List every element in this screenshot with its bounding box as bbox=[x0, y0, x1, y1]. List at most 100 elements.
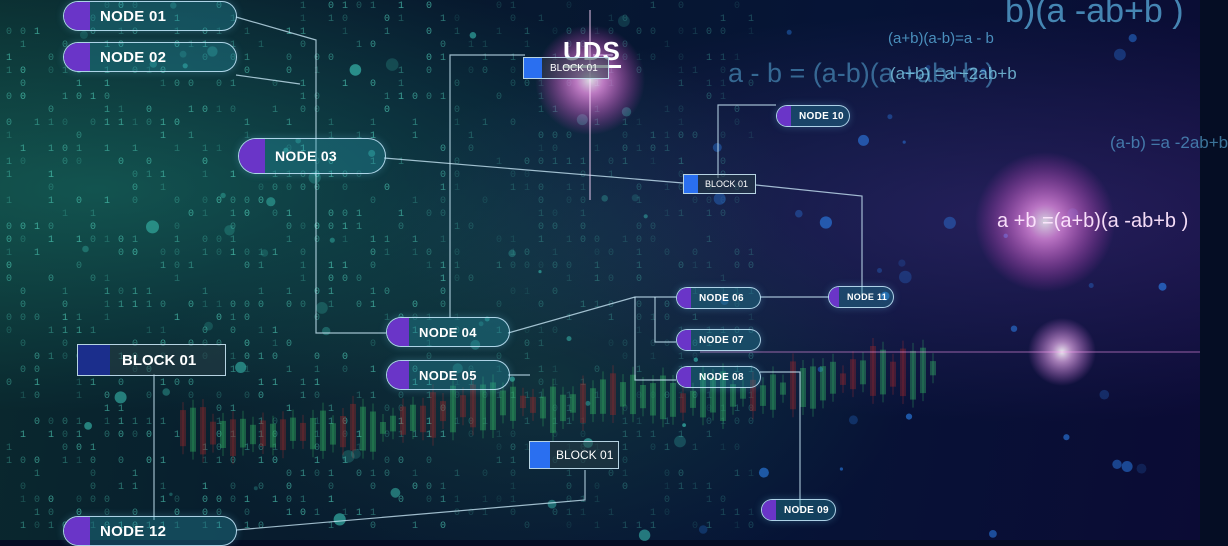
svg-text:1: 1 bbox=[482, 40, 488, 51]
svg-text:1: 1 bbox=[384, 313, 390, 324]
node-04[interactable]: NODE 04 bbox=[386, 317, 510, 347]
svg-text:1: 1 bbox=[174, 274, 180, 285]
svg-text:1: 1 bbox=[510, 235, 516, 246]
svg-text:0: 0 bbox=[384, 430, 390, 441]
svg-text:0: 0 bbox=[342, 352, 348, 363]
svg-text:1: 1 bbox=[328, 300, 334, 311]
node-06[interactable]: NODE 06 bbox=[676, 287, 761, 309]
node-08[interactable]: NODE 08 bbox=[676, 366, 761, 388]
svg-text:1: 1 bbox=[286, 209, 292, 220]
svg-text:0: 0 bbox=[426, 482, 432, 493]
svg-text:1: 1 bbox=[706, 261, 712, 272]
node-01[interactable]: NODE 01 bbox=[63, 1, 237, 31]
svg-text:1: 1 bbox=[636, 261, 642, 272]
svg-text:1: 1 bbox=[468, 40, 474, 51]
svg-text:0: 0 bbox=[426, 456, 432, 467]
svg-text:0: 0 bbox=[426, 92, 432, 103]
svg-text:0: 0 bbox=[566, 261, 572, 272]
svg-text:0: 0 bbox=[314, 469, 320, 480]
node-07[interactable]: NODE 07 bbox=[676, 329, 761, 351]
block-top[interactable]: BLOCK 01 bbox=[523, 57, 609, 79]
node-05[interactable]: NODE 05 bbox=[386, 360, 510, 390]
svg-text:0: 0 bbox=[426, 209, 432, 220]
svg-text:1: 1 bbox=[734, 53, 740, 64]
svg-text:0: 0 bbox=[720, 27, 726, 38]
svg-text:1: 1 bbox=[258, 378, 264, 389]
svg-text:1: 1 bbox=[748, 508, 754, 519]
svg-text:1: 1 bbox=[76, 417, 82, 428]
block-top-marker bbox=[524, 58, 542, 78]
svg-text:1: 1 bbox=[720, 326, 726, 337]
svg-text:1: 1 bbox=[314, 417, 320, 428]
svg-text:1: 1 bbox=[692, 482, 698, 493]
svg-text:0: 0 bbox=[608, 469, 614, 480]
svg-text:0: 0 bbox=[622, 131, 628, 142]
svg-text:1: 1 bbox=[370, 365, 376, 376]
svg-text:0: 0 bbox=[342, 14, 348, 25]
block-mid[interactable]: BLOCK 01 bbox=[683, 174, 756, 194]
svg-text:0: 0 bbox=[62, 300, 68, 311]
svg-text:1: 1 bbox=[398, 157, 404, 168]
svg-text:0: 0 bbox=[300, 170, 306, 181]
svg-text:0: 0 bbox=[132, 183, 138, 194]
svg-text:0: 0 bbox=[440, 40, 446, 51]
svg-text:1: 1 bbox=[76, 326, 82, 337]
svg-text:1: 1 bbox=[118, 417, 124, 428]
svg-text:0: 0 bbox=[580, 235, 586, 246]
svg-text:0: 0 bbox=[538, 157, 544, 168]
node-02-label: NODE 02 bbox=[100, 48, 167, 66]
block-left-marker bbox=[78, 345, 110, 375]
svg-text:1: 1 bbox=[398, 209, 404, 220]
svg-text:1: 1 bbox=[160, 521, 166, 532]
node-03[interactable]: NODE 03 bbox=[238, 138, 386, 174]
node-12[interactable]: NODE 12 bbox=[63, 516, 237, 546]
node-02[interactable]: NODE 02 bbox=[63, 42, 237, 72]
svg-text:0: 0 bbox=[132, 170, 138, 181]
svg-text:1: 1 bbox=[76, 378, 82, 389]
svg-text:0: 0 bbox=[6, 326, 12, 337]
svg-text:1: 1 bbox=[272, 443, 278, 454]
svg-text:1: 1 bbox=[566, 391, 572, 402]
svg-text:1: 1 bbox=[20, 430, 26, 441]
svg-text:1: 1 bbox=[524, 391, 530, 402]
svg-text:0: 0 bbox=[300, 183, 306, 194]
svg-text:1: 1 bbox=[496, 456, 502, 467]
svg-text:1: 1 bbox=[258, 326, 264, 337]
svg-text:0: 0 bbox=[48, 417, 54, 428]
svg-text:1: 1 bbox=[244, 131, 250, 142]
node-11[interactable]: NODE 11 bbox=[828, 286, 894, 308]
node-09[interactable]: NODE 09 bbox=[761, 499, 836, 521]
svg-text:0: 0 bbox=[146, 157, 152, 168]
svg-text:0: 0 bbox=[314, 105, 320, 116]
svg-text:1: 1 bbox=[328, 469, 334, 480]
svg-text:1: 1 bbox=[608, 14, 614, 25]
svg-text:0: 0 bbox=[496, 300, 502, 311]
svg-text:1: 1 bbox=[678, 157, 684, 168]
node-10[interactable]: NODE 10 bbox=[776, 105, 850, 127]
block-bottom[interactable]: BLOCK 01 bbox=[529, 441, 619, 469]
svg-text:0: 0 bbox=[356, 469, 362, 480]
svg-text:0: 0 bbox=[734, 118, 740, 129]
svg-text:1: 1 bbox=[678, 66, 684, 77]
svg-text:1: 1 bbox=[356, 443, 362, 454]
svg-text:1: 1 bbox=[454, 469, 460, 480]
svg-text:1: 1 bbox=[160, 170, 166, 181]
svg-text:1: 1 bbox=[398, 14, 404, 25]
svg-text:0: 0 bbox=[370, 79, 376, 90]
svg-text:0: 0 bbox=[20, 339, 26, 350]
svg-text:0: 0 bbox=[426, 248, 432, 259]
block-mid-marker bbox=[684, 175, 698, 193]
svg-text:0: 0 bbox=[6, 222, 12, 233]
svg-text:0: 0 bbox=[664, 248, 670, 259]
svg-text:1: 1 bbox=[678, 352, 684, 363]
svg-text:0: 0 bbox=[314, 222, 320, 233]
svg-text:0: 0 bbox=[678, 27, 684, 38]
svg-text:1: 1 bbox=[286, 118, 292, 129]
svg-text:0: 0 bbox=[244, 352, 250, 363]
svg-text:0: 0 bbox=[104, 521, 110, 532]
block-left[interactable]: BLOCK 01 bbox=[77, 344, 226, 376]
svg-text:1: 1 bbox=[118, 53, 124, 64]
svg-text:1: 1 bbox=[412, 131, 418, 142]
svg-text:0: 0 bbox=[440, 209, 446, 220]
svg-text:1: 1 bbox=[34, 248, 40, 259]
